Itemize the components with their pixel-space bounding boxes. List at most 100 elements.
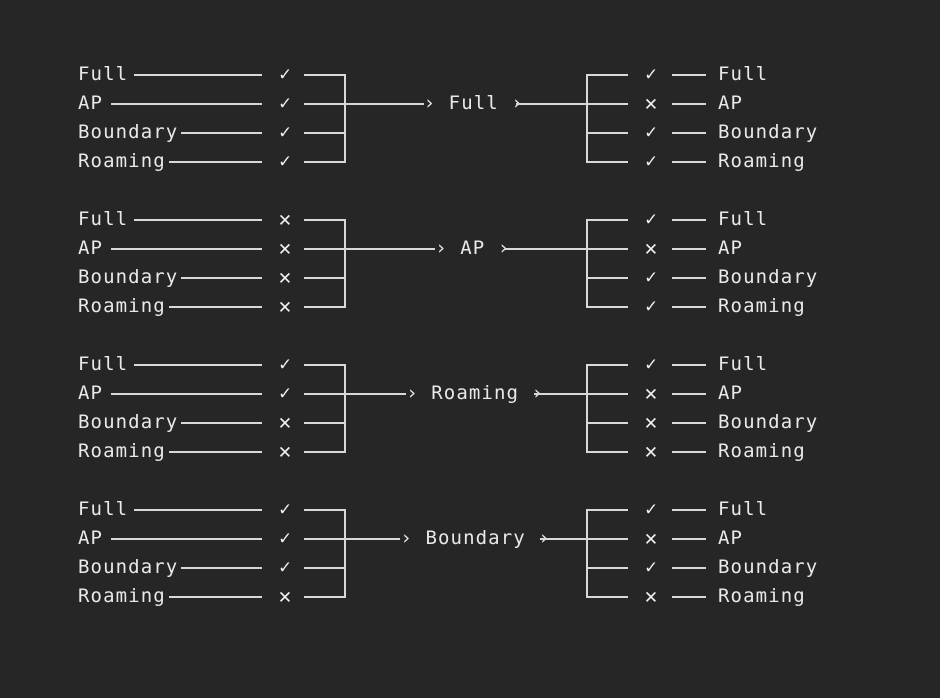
diagram-row: Boundary✓✓Boundary (0, 118, 940, 147)
cross-icon: ✕ (278, 410, 292, 434)
diagram-row: Full✕✓Full (0, 205, 940, 234)
bracket-stub (586, 422, 628, 424)
output-leader-line (672, 567, 706, 569)
diagram-row: Boundary✕✕Boundary (0, 408, 940, 437)
output-leader-line (672, 74, 706, 76)
connector-line (539, 538, 586, 540)
diagram-row: AP✓✕AP (0, 379, 940, 408)
output-leader-line (672, 451, 706, 453)
check-icon: ✓ (645, 208, 657, 230)
input-leader-line (111, 538, 262, 540)
output-leader-line (672, 219, 706, 221)
cross-icon: ✕ (278, 294, 292, 318)
check-icon: ✓ (279, 92, 291, 114)
input-label: Boundary (78, 266, 179, 288)
input-label: Roaming (78, 585, 166, 607)
output-label: AP (718, 527, 744, 549)
output-leader-line (672, 422, 706, 424)
cross-icon: ✕ (278, 265, 292, 289)
output-label: Boundary (718, 121, 819, 143)
check-icon: ✓ (279, 121, 291, 143)
output-label: Boundary (718, 556, 819, 578)
connector-line (504, 248, 586, 250)
input-leader-line (134, 509, 262, 511)
input-label: Boundary (78, 556, 179, 578)
bracket-stub (586, 393, 628, 395)
bracket-spine (586, 509, 588, 598)
output-label: Full (718, 498, 769, 520)
bracket-stub (304, 103, 346, 105)
diagram-row: Boundary✓✓Boundary (0, 553, 940, 582)
cross-icon: ✕ (644, 410, 658, 434)
diagram-row: Roaming✕✕Roaming (0, 437, 940, 466)
transition-node: › Boundary › (400, 527, 551, 549)
bracket-stub (304, 248, 346, 250)
bracket-stub (304, 422, 346, 424)
connector-line (533, 393, 586, 395)
connector-line (346, 538, 401, 540)
output-leader-line (672, 277, 706, 279)
input-label: AP (78, 527, 104, 549)
input-label: Boundary (78, 121, 179, 143)
input-leader-line (111, 393, 262, 395)
input-label: Full (78, 208, 129, 230)
check-icon: ✓ (279, 382, 291, 404)
check-icon: ✓ (645, 353, 657, 375)
check-icon: ✓ (645, 150, 657, 172)
input-label: Roaming (78, 150, 166, 172)
diagram-row: Full✓✓Full (0, 60, 940, 89)
connector-line (516, 103, 586, 105)
input-leader-line (169, 451, 262, 453)
input-label: Full (78, 498, 129, 520)
bracket-spine (344, 74, 346, 163)
cross-icon: ✕ (644, 439, 658, 463)
output-label: AP (718, 237, 744, 259)
bracket-stub (304, 509, 346, 511)
check-icon: ✓ (645, 63, 657, 85)
input-label: AP (78, 92, 104, 114)
check-icon: ✓ (279, 498, 291, 520)
diagram-row: Roaming✕✕Roaming (0, 582, 940, 611)
bracket-stub (586, 538, 628, 540)
output-label: Boundary (718, 411, 819, 433)
cross-icon: ✕ (644, 91, 658, 115)
bracket-stub (304, 567, 346, 569)
bracket-stub (586, 248, 628, 250)
output-label: Roaming (718, 585, 806, 607)
diagram-row: AP✓✕AP (0, 524, 940, 553)
cross-icon: ✕ (278, 439, 292, 463)
output-label: Roaming (718, 150, 806, 172)
bracket-stub (586, 219, 628, 221)
bracket-stub (586, 567, 628, 569)
output-label: Full (718, 63, 769, 85)
check-icon: ✓ (645, 498, 657, 520)
output-label: Roaming (718, 295, 806, 317)
input-leader-line (134, 74, 262, 76)
check-icon: ✓ (645, 266, 657, 288)
bracket-stub (304, 219, 346, 221)
bracket-spine (586, 219, 588, 308)
bracket-spine (344, 219, 346, 308)
input-leader-line (180, 567, 262, 569)
bracket-stub (586, 306, 628, 308)
check-icon: ✓ (279, 150, 291, 172)
output-leader-line (672, 509, 706, 511)
bracket-stub (304, 596, 346, 598)
cross-icon: ✕ (644, 381, 658, 405)
bracket-spine (344, 509, 346, 598)
transition-node: › AP › (435, 237, 511, 259)
input-label: Roaming (78, 440, 166, 462)
input-label: Full (78, 353, 129, 375)
output-label: AP (718, 92, 744, 114)
check-icon: ✓ (279, 63, 291, 85)
input-leader-line (180, 132, 262, 134)
input-leader-line (180, 277, 262, 279)
input-leader-line (111, 248, 262, 250)
diagram-row: Full✓✓Full (0, 350, 940, 379)
input-label: AP (78, 382, 104, 404)
bracket-stub (304, 74, 346, 76)
